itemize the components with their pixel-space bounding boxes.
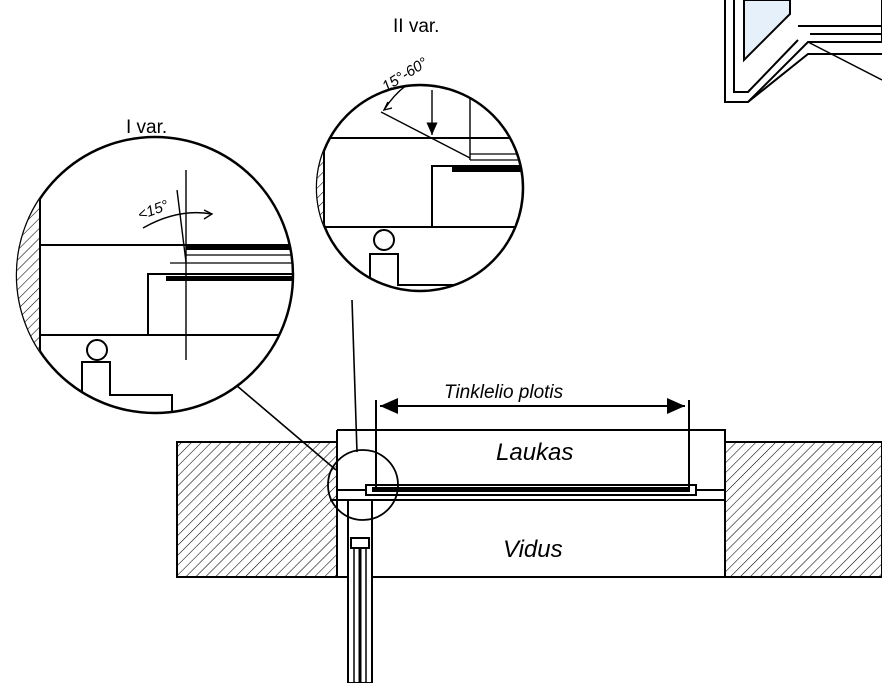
detail-variant-2 — [315, 83, 525, 293]
detail-variant-1 — [15, 135, 295, 415]
label-variant-2: II var. — [393, 16, 439, 37]
wall-right-hatched — [724, 441, 882, 578]
label-variant-1: I var. — [126, 117, 167, 138]
window-perspective-fragment — [724, 0, 882, 103]
label-width: Tinklelio plotis — [444, 382, 564, 403]
wall-section — [176, 429, 882, 683]
leader-lines — [235, 299, 358, 471]
sill-lower — [330, 499, 726, 578]
wall-left-hatched — [176, 441, 338, 578]
window-opening-outline — [337, 429, 726, 442]
detail-marker-circle — [327, 449, 399, 521]
width-dimension — [375, 398, 690, 488]
label-inside: Vidus — [503, 536, 563, 563]
label-outside: Laukas — [496, 439, 573, 466]
insect-screen-core — [372, 487, 690, 492]
